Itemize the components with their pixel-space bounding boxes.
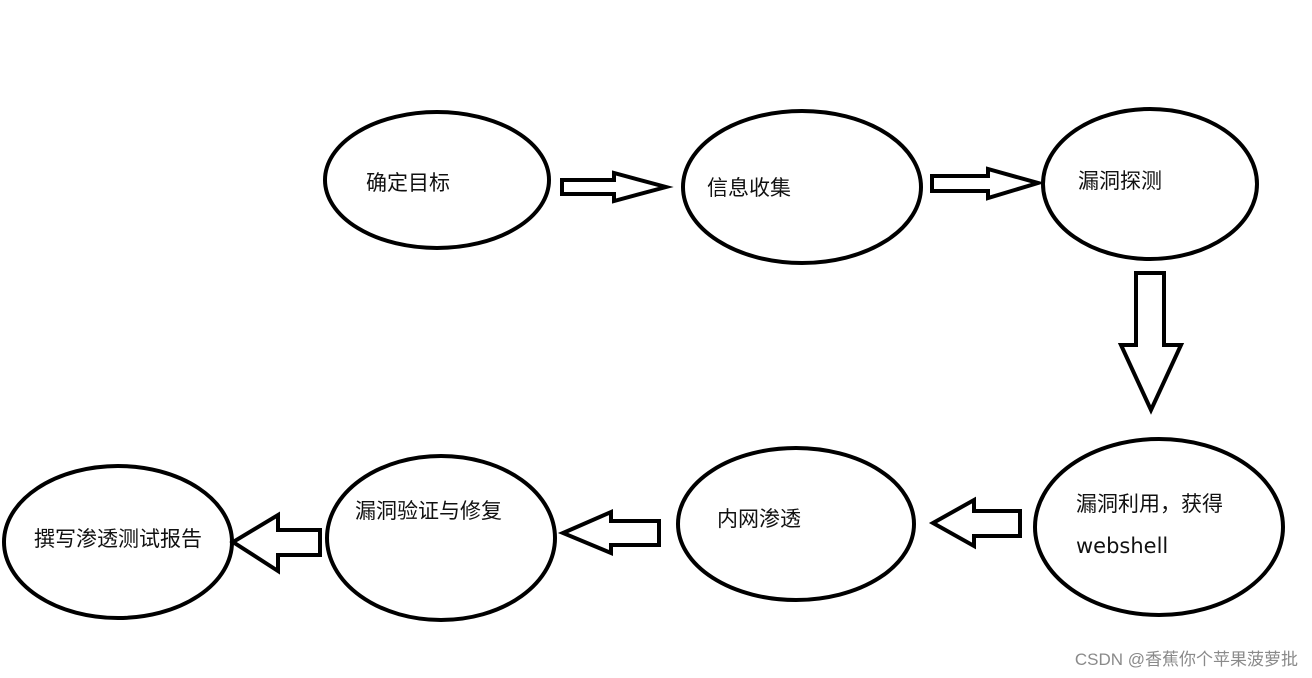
node-n7-label: 撰写渗透测试报告 bbox=[34, 527, 202, 551]
node-n1-label: 确定目标 bbox=[366, 171, 450, 195]
node-n4-label: 漏洞利用，获得 webshell bbox=[1076, 483, 1223, 567]
node-n6-ellipse bbox=[325, 454, 557, 622]
node-n3-ellipse bbox=[1041, 107, 1259, 261]
node-n3-label: 漏洞探测 bbox=[1078, 169, 1162, 193]
arrow-n4-n5 bbox=[928, 496, 1022, 550]
watermark: CSDN @香蕉你个苹果菠萝批 bbox=[1074, 650, 1298, 669]
node-n6-label: 漏洞验证与修复 bbox=[355, 499, 502, 523]
node-n4-ellipse bbox=[1033, 437, 1285, 617]
arrow-n3-n4 bbox=[1117, 271, 1185, 415]
node-n1-ellipse bbox=[323, 110, 551, 250]
arrow-n5-n6 bbox=[557, 508, 661, 556]
arrow-n2-n3 bbox=[930, 166, 1046, 201]
arrow-n6-n7 bbox=[229, 511, 322, 575]
arrow-n1-n2 bbox=[560, 170, 674, 204]
node-n4-label-line1: 漏洞利用，获得 bbox=[1076, 492, 1223, 516]
node-n2-ellipse bbox=[681, 109, 923, 265]
node-n5-ellipse bbox=[676, 446, 916, 602]
node-n5-label: 内网渗透 bbox=[717, 507, 801, 531]
node-n4-label-line2: webshell bbox=[1076, 534, 1169, 558]
node-n2-label: 信息收集 bbox=[707, 176, 791, 200]
